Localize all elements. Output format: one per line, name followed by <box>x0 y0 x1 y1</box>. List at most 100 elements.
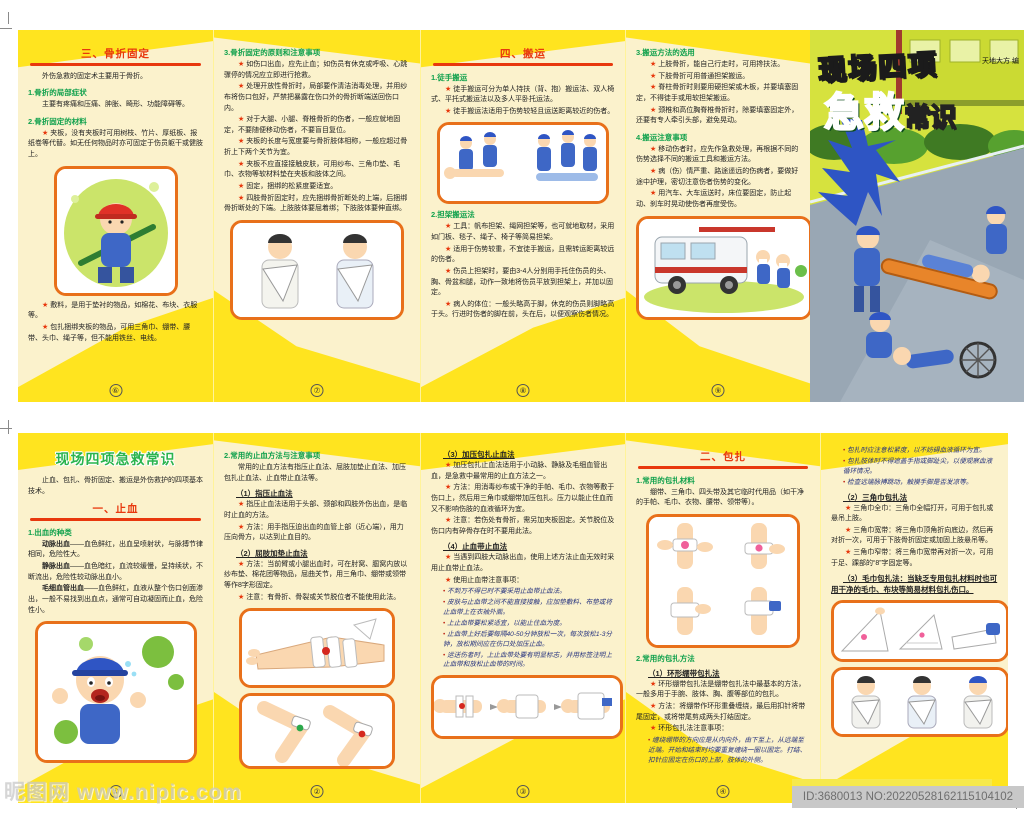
star-paragraph: ★ 方法：用消毒纱布或干净的手帕、毛巾、衣物等敷于伤口上，然后用三角巾或绷带加压… <box>431 484 615 513</box>
numbered-method-heading: （1）环形绷带包扎法 <box>648 668 720 678</box>
star-paragraph: ★ 脊柱骨折时则要用硬担架或木板，并要填塞固定，不得徒手或用软担架搬运。 <box>636 84 799 102</box>
section-header: 三、骨折固定 <box>28 46 203 66</box>
note-item: • 包扎时应注意松紧度，以不妨碍血液循环为宜。 <box>843 447 986 454</box>
page-number-badge: ⑨ <box>711 384 725 397</box>
panel-bandaging-notes: • 包扎时应注意松紧度，以不妨碍血液循环为宜。• 包扎肢体时不得遮盖手指或脚趾尖… <box>820 433 1008 803</box>
lead-term: 动脉出血 <box>42 540 70 548</box>
page-number-badge: ② <box>310 785 324 798</box>
star-paragraph: ★ 夹板不应直接接触皮肤，可用纱布、三角巾垫、毛巾、衣物等软材料垫在夹板和肢体之… <box>224 160 401 179</box>
star-paragraph: ★ 方法：将绷带作环形重叠缠绕，最后用扣针将带尾固定，或将带尾剪成两头打结固定。 <box>636 703 806 721</box>
star-bullet-icon: ★ <box>42 323 51 331</box>
hand-carry-group-illustration <box>437 122 609 205</box>
panicking-man-illustration <box>34 621 197 764</box>
star-bullet-icon: ★ <box>445 462 454 469</box>
panel-content: • 包扎时应注意松紧度，以不妨碍血液循环为宜。• 包扎肢体时不得遮盖手指或脚趾尖… <box>821 433 1008 760</box>
star-paragraph: ★ 徒手搬运法适用于伤势较轻且运送距离较近的伤者。 <box>445 107 615 115</box>
page-number-badge: ④ <box>716 785 730 798</box>
text-paragraph: 止血、包扎、骨折固定、搬运是外伤救护的四项基本技术。 <box>28 477 203 495</box>
subsection-heading: 1.徒手搬运 <box>431 72 468 82</box>
star-bullet-icon: ★ <box>238 501 247 509</box>
cover-panel: 现场四项 急救常识 天地大方 编 <box>810 30 1024 402</box>
star-bullet-icon: ★ <box>445 85 454 93</box>
star-paragraph: ★ 用汽车、大车运送时，床位要固定，防止起动、刹车时晃动使伤者再度受伤。 <box>636 190 792 208</box>
crop-mark <box>0 428 12 429</box>
note-item: • 止血带上好后要每隔40-50分钟放松一次，每次放松1-3分钟，放松期间应在伤… <box>443 630 613 648</box>
star-paragraph: ★ 四肢骨折固定时，应先捆绑骨折断处的上端，后捆绑骨折断处的下端。上肢肢体要屈着… <box>224 194 408 213</box>
text-paragraph: 动脉出血——血色鲜红，出血呈喷射状，与脉搏节律相同，危险性大。 <box>28 540 203 559</box>
arm-sling-figures-illustration <box>230 219 404 320</box>
star-bullet-icon: ★ <box>238 160 247 168</box>
star-bullet-icon: ★ <box>445 554 454 562</box>
star-bullet-icon: ★ <box>238 182 247 190</box>
star-bullet-icon: ★ <box>650 680 659 688</box>
star-paragraph: ★ 当遇到四肢大动脉出血，使用上述方法止血无效时采用止血带止血法。 <box>431 554 615 572</box>
star-paragraph: ★ 颈椎和高位胸脊椎骨折时，除要填塞固定外，还要有专人牵引头部，避免晃动。 <box>636 106 799 125</box>
brochure-top-row: 三、骨折固定外伤急救的固定术主要用于骨折。1.骨折的局部症状主要有疼痛和压痛、肿… <box>18 30 1024 402</box>
section-header: 一、止血 <box>28 501 203 521</box>
section-header-text: 四、搬运 <box>500 48 546 60</box>
star-paragraph: ★ 方法：用手指压迫出血的血管上部（近心端），用力压向骨方，以达到止血目的。 <box>224 523 404 542</box>
crop-mark <box>8 420 9 434</box>
section-header: 二、包扎 <box>636 449 810 469</box>
star-paragraph: ★ 工具：帆布担架、绳网担架等，也可就地取材，采用如门板、毯子、绳子、椅子等简易… <box>431 223 615 241</box>
star-bullet-icon: ★ <box>238 61 247 68</box>
star-bullet-icon: ★ <box>445 245 454 253</box>
page-number-badge: ③ <box>516 785 530 798</box>
star-paragraph: ★ 三角巾全巾：三角巾全幅打开，可用于包扎或悬吊上肢。 <box>831 504 994 523</box>
brochure-title: 现场四项急救常识 <box>55 451 176 467</box>
section-header: 四、搬运 <box>431 46 615 66</box>
star-bullet-icon: ★ <box>650 703 659 710</box>
star-paragraph: ★ 固定，捆绑的松紧度要适宜。 <box>238 182 338 190</box>
star-paragraph: ★ 伤员上担架时，要由3-4人分别用手托住伤员的头、胸、骨盆和腿，动作一致地将伤… <box>431 267 613 297</box>
bent-leg-padding-illustration <box>239 693 395 770</box>
star-bullet-icon: ★ <box>650 61 659 68</box>
star-paragraph: ★ 方法：当前臂或小腿出血时，可在肘窝、腘窝内放以纱布垫、棉花团等物品，屈曲关节… <box>224 560 408 589</box>
star-bullet-icon: ★ <box>238 116 247 124</box>
star-paragraph: ★ 移动伤者时，应先作急救处理，再根据不同的伤势选择不同的搬运工具和搬运方法。 <box>636 145 799 164</box>
text-paragraph: 主要有疼痛和压痛、肿胀、畸形、功能障碍等。 <box>42 101 189 109</box>
star-paragraph: ★ 处理开放性骨折时，局部要作清洁消毒处理，并用纱布将伤口包好，严禁把暴露在伤口… <box>224 83 408 112</box>
note-item: • 检查远端脉搏跳动，触摸手脚是否发凉等。 <box>843 478 973 486</box>
star-paragraph: ★ 敷料，是用于垫衬的物品，如棉花、布块、衣服等。 <box>28 301 198 320</box>
note-item: • 运送伤者时，上止血带处要有明显标志，并用标签注明上止血带和放松止血带的时间。 <box>443 651 612 669</box>
star-paragraph: ★ 包扎捆绑夹板的物品，可用三角巾、绷带、腰带、头巾、绳子等，但不能用铁丝、电线… <box>28 323 191 342</box>
note-bullet-icon: • <box>443 651 448 659</box>
sling-patients-illustration <box>831 667 1008 738</box>
star-bullet-icon: ★ <box>445 300 454 308</box>
panel-content: 2.常用的止血方法与注意事项常用的止血方法有指压止血法、屈肢加垫止血法、加压包扎… <box>214 433 420 792</box>
numbered-method-heading: （4）止血带止血法 <box>443 542 508 552</box>
cover-street-scene-illustration <box>810 30 1024 402</box>
star-paragraph: ★ 注意：有骨折、骨裂或关节脱位者不能使用此法。 <box>238 593 401 601</box>
lead-term: 静脉出血 <box>42 563 70 570</box>
star-bullet-icon: ★ <box>445 576 454 584</box>
section-header-text: 三、骨折固定 <box>81 48 150 60</box>
panel-fixation-principles: 3.骨折固定的原则和注意事项★ 如伤口出血，应先止血；如伤员有休克或呼吸、心跳骤… <box>213 30 420 402</box>
star-paragraph: ★ 三角巾宽带：将三角巾顶角折向底边，然后再对折一次，可用于下肢骨折固定或加固上… <box>831 526 994 545</box>
subsection-heading: 2.常用的止血方法与注意事项 <box>224 451 321 460</box>
panel-content: 3.搬运方法的选用 ★ 上肢骨折，能自己行走时，可用搀扶法。 ★ 下肢骨折可用普通担… <box>626 30 810 343</box>
star-paragraph: ★ 下肢骨折可用普通担架搬运。 <box>650 72 750 80</box>
text-paragraph: 静脉出血——血色暗红，血流较缓慢，呈持续状，不断流出，危险性较动脉出血小。 <box>28 563 203 581</box>
star-bullet-icon: ★ <box>238 194 247 202</box>
star-paragraph: ★ 环形包扎法注意事项： <box>650 725 729 733</box>
section-header-underline <box>638 466 808 469</box>
subsection-heading: 3.搬运方法的选用 <box>636 48 695 57</box>
section-header-underline <box>30 518 201 521</box>
star-bullet-icon: ★ <box>238 593 247 601</box>
star-bullet-icon: ★ <box>238 560 247 568</box>
note-item: • 上止血带要松紧适宜，以能止住血为度。 <box>443 619 566 627</box>
panel-content: 3.骨折固定的原则和注意事项★ 如伤口出血，应先止血；如伤员有休克或呼吸、心跳骤… <box>214 30 420 343</box>
panel-fracture-fixation: 三、骨折固定外伤急救的固定术主要用于骨折。1.骨折的局部症状主要有疼痛和压痛、肿… <box>18 30 213 402</box>
star-paragraph: ★ 上肢骨折，能自己行走时，可用搀扶法。 <box>650 61 785 68</box>
star-paragraph: ★ 适用于伤势较重，不宜徒手搬运，且需转运距离较远的伤者。 <box>431 245 615 264</box>
star-paragraph: ★ 病（伤）情严重、路途遥远的伤病者，要做好途中护理，密切注意伤者伤势的变化。 <box>636 168 799 186</box>
cover-title-emphasis: 急救 <box>823 90 905 136</box>
subsection-heading: 3.骨折固定的原则和注意事项 <box>224 48 321 57</box>
highlight-bar <box>792 779 992 787</box>
star-bullet-icon: ★ <box>238 138 247 146</box>
